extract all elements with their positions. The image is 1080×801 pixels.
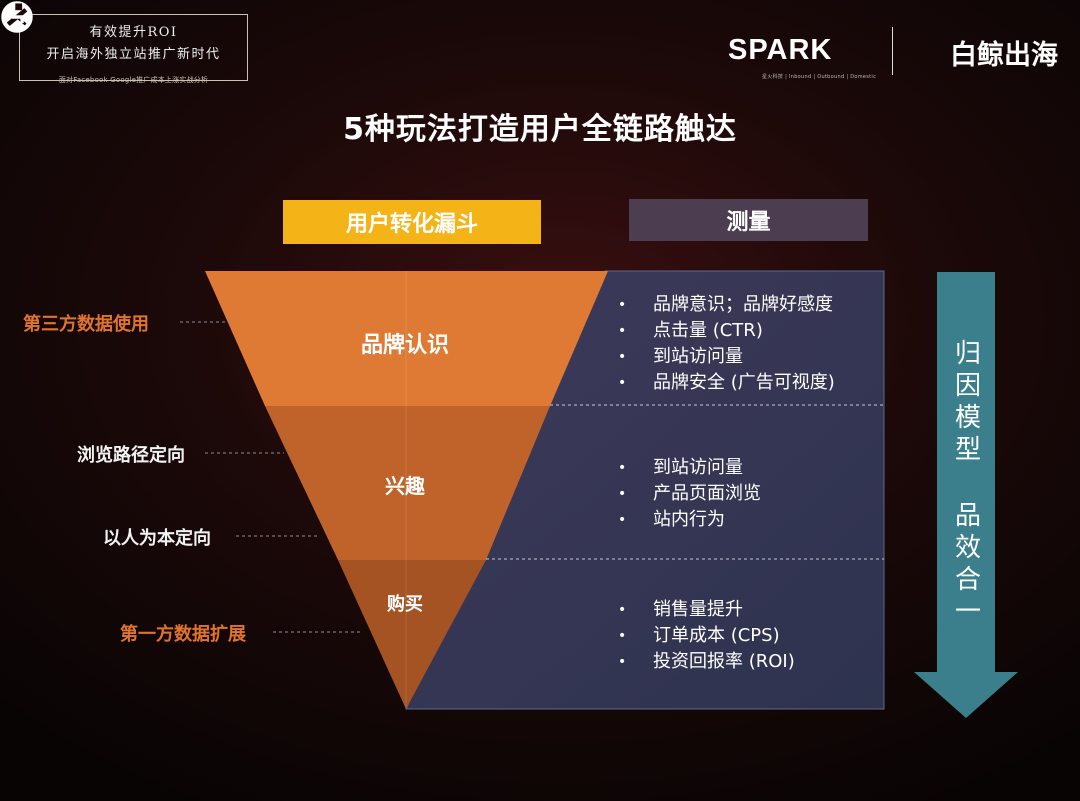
list-item: 产品页面浏览	[618, 481, 761, 507]
measure-list-brand: 品牌意识；品牌好感度 点击量 (CTR) 到站访问量 品牌安全 (广告可视度)	[618, 292, 835, 396]
event-subtitle: 面对Facebook Google推广成本上涨实战分析	[58, 76, 209, 84]
arrow-text-bottom: 品效合一	[954, 501, 981, 627]
funnel-stage-brand-shape	[205, 271, 608, 406]
header-funnel: 用户转化漏斗	[283, 200, 541, 244]
header-measure: 测量	[629, 199, 868, 241]
funnel-stage-brand: 品牌认识	[360, 333, 449, 358]
funnel-stage-purchase: 购买	[387, 594, 423, 615]
list-item: 品牌意识；品牌好感度	[618, 292, 835, 318]
measure-list-interest: 到站访问量 产品页面浏览 站内行为	[618, 455, 761, 533]
arrow-text-brand-effect: 品效合一	[944, 500, 992, 628]
funnel-stage-purchase-shape	[338, 560, 486, 709]
list-item: 到站访问量	[618, 344, 835, 370]
measure-list-purchase: 销售量提升 订单成本 (CPS) 投资回报率 (ROI)	[618, 597, 795, 675]
list-item: 订单成本 (CPS)	[618, 623, 795, 649]
arrow-text-top: 归因模型	[954, 339, 981, 465]
whale-logo-icon	[1, 1, 33, 33]
side-label-first-party-data: 第一方数据扩展	[120, 624, 246, 645]
logo-divider	[892, 27, 893, 75]
side-label-third-party-data: 第三方数据使用	[23, 314, 149, 335]
list-item: 站内行为	[618, 507, 761, 533]
side-label-browse-targeting: 浏览路径定向	[77, 445, 185, 466]
arrow-text-attribution-model: 归因模型	[944, 338, 992, 466]
funnel-stage-interest-shape	[265, 406, 550, 560]
spark-logo-text: SPARK	[728, 34, 833, 66]
event-line-1: 有效提升ROI	[89, 25, 178, 40]
page-title: 5种玩法打造用户全链路触达	[343, 112, 737, 147]
spark-tagline: 星火科技 | Inbound | Outbound | Domestic	[762, 74, 877, 80]
list-item: 到站访问量	[618, 455, 761, 481]
funnel-stage-interest: 兴趣	[385, 474, 425, 498]
event-line-2: 开启海外独立站推广新时代	[46, 47, 221, 62]
partner-logo-text: 白鲸出海	[950, 40, 1058, 71]
list-item: 点击量 (CTR)	[618, 318, 835, 344]
side-label-people-targeting: 以人为本定向	[103, 528, 211, 549]
list-item: 投资回报率 (ROI)	[618, 649, 795, 675]
event-box: 有效提升ROI 开启海外独立站推广新时代	[19, 14, 248, 81]
list-item: 销售量提升	[618, 597, 795, 623]
attribution-arrow	[914, 272, 1018, 718]
list-item: 品牌安全 (广告可视度)	[618, 370, 835, 396]
